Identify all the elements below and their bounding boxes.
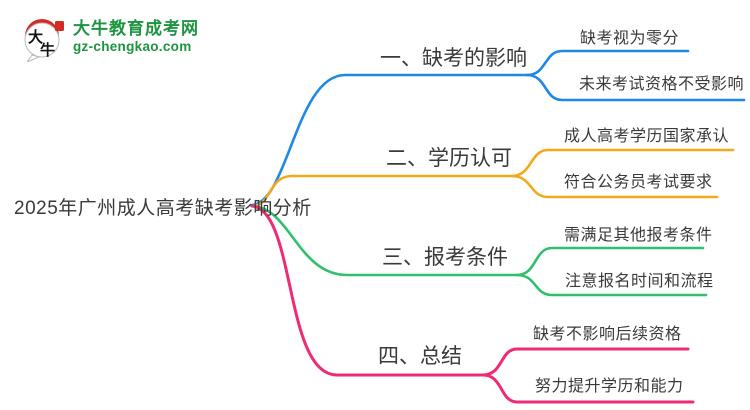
branch2-child2-label: 符合公务员考试要求 bbox=[564, 174, 713, 191]
logo-seal-stamp bbox=[55, 21, 64, 31]
branch4-child2-line bbox=[481, 373, 695, 404]
branch3-child2-line bbox=[515, 273, 708, 297]
root-topic-label: 2025年广州成人高考缺考影响分析 bbox=[14, 198, 312, 219]
branch2-child2-line bbox=[510, 174, 719, 199]
branch4-child1-line bbox=[481, 347, 690, 377]
branch3-child1-label: 需满足其他报考条件 bbox=[564, 227, 713, 244]
branch2-child1-label: 成人高考学历国家承认 bbox=[564, 128, 730, 145]
branch1-child2-label: 未来考试资格不受影响 bbox=[579, 76, 745, 93]
logo-bubble-outline bbox=[24, 22, 60, 58]
branch1-child1-label: 缺考视为零分 bbox=[580, 30, 680, 47]
branch3-label: 三、报考条件 bbox=[382, 246, 508, 269]
branch2-trunk-line bbox=[250, 174, 514, 208]
branch4-child1-label: 缺考不影响后续资格 bbox=[533, 326, 682, 343]
branch3-child1-line bbox=[515, 246, 705, 277]
branch1-child1-line bbox=[525, 49, 690, 77]
branch3-trunk-line bbox=[250, 204, 519, 277]
site-logo[interactable]: 大 牛 大牛教育成考网 gz-chengkao.com bbox=[20, 12, 199, 64]
logo-bubble-fill bbox=[25, 23, 59, 57]
logo-char-da: 大 bbox=[28, 28, 43, 46]
logo-site-name[interactable]: 大牛教育成考网 bbox=[73, 19, 199, 39]
branch4-label: 四、总结 bbox=[378, 345, 462, 368]
branch4-trunk-line bbox=[250, 204, 485, 377]
branch3-child2-label: 注意报名时间和流程 bbox=[565, 273, 714, 290]
branch2-child1-line bbox=[510, 148, 735, 178]
logo-bubble-tail bbox=[25, 54, 41, 64]
logo-site-url[interactable]: gz-chengkao.com bbox=[73, 39, 192, 55]
branch2-label: 二、学历认可 bbox=[386, 147, 512, 170]
logo-char-niu: 牛 bbox=[40, 41, 55, 59]
branch1-child2-line bbox=[525, 73, 746, 102]
branch4-child2-label: 努力提升学历和能力 bbox=[535, 378, 684, 395]
branch1-label: 一、缺考的影响 bbox=[380, 47, 527, 70]
logo-bull-icon: 大 牛 bbox=[20, 12, 66, 64]
branch1-trunk-line bbox=[250, 73, 529, 207]
